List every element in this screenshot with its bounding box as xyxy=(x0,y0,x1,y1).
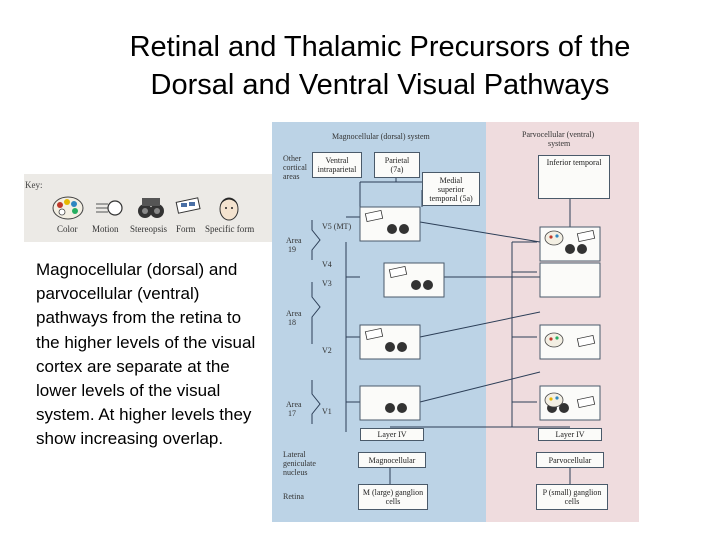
area-19-label-1: Area xyxy=(286,236,302,245)
m-ganglion-label-1: M (large) ganglion xyxy=(362,488,424,497)
slide-title: Retinal and Thalamic Precursors of the D… xyxy=(60,28,700,104)
other-cortical-label-2: cortical xyxy=(283,163,307,172)
key-stereopsis-label: Stereopsis xyxy=(130,224,167,234)
key-specific-form-label: Specific form xyxy=(205,224,255,234)
v2-label: V2 xyxy=(322,346,332,355)
title-line-2: Dorsal and Ventral Visual Pathways xyxy=(150,69,610,101)
p-ganglion-label-2: cells xyxy=(564,497,580,506)
area-17-label-2: 17 xyxy=(288,409,296,418)
area-18-label-1: Area xyxy=(286,309,302,318)
magnocellular-label: Magnocellular xyxy=(368,456,416,465)
color-palette-icon xyxy=(52,196,84,220)
parietal-box xyxy=(374,152,420,178)
key-motion-label: Motion xyxy=(92,224,119,234)
ventral-intraparietal-label-2: intraparietal xyxy=(317,165,357,174)
form-icon xyxy=(175,197,201,214)
retina-label: Retina xyxy=(283,492,304,501)
face-icon xyxy=(219,197,239,221)
ventral-intraparietal-box xyxy=(312,152,362,178)
v4-label: V4 xyxy=(322,260,332,269)
lgn-label-1: Lateral xyxy=(283,450,306,459)
mst-box xyxy=(422,172,480,206)
ventral-intraparietal-label-1: Ventral xyxy=(325,156,349,165)
mst-label-1: Medial xyxy=(439,176,463,185)
dorsal-system-header: Magnocellular (dorsal) system xyxy=(332,132,430,141)
area-17-label-1: Area xyxy=(286,400,302,409)
layer-iv-dorsal-label: Layer IV xyxy=(377,430,407,439)
other-cortical-label-3: areas xyxy=(283,172,300,181)
ventral-system-header-line-2: system xyxy=(548,139,571,148)
layer-iv-dorsal-box xyxy=(360,428,424,441)
lgn-label-3: nucleus xyxy=(283,468,308,477)
title-line-1: Retinal and Thalamic Precursors of the xyxy=(129,31,631,63)
m-ganglion-box xyxy=(358,484,428,510)
motion-icon xyxy=(96,200,123,216)
inferior-temporal-box xyxy=(538,155,610,199)
key-color-label: Color xyxy=(57,224,78,234)
parvocellular-box xyxy=(536,452,604,468)
parvocellular-label: Parvocellular xyxy=(548,456,592,465)
parietal-label-1: Parietal xyxy=(384,156,410,165)
inferior-temporal-label: Inferior temporal xyxy=(546,158,602,167)
magnocellular-box xyxy=(358,452,426,468)
layer-iv-ventral-label: Layer IV xyxy=(555,430,585,439)
v1-label: V1 xyxy=(322,407,332,416)
key-form-label: Form xyxy=(176,224,196,234)
key-label: Key: xyxy=(25,180,43,190)
area-18-label-2: 18 xyxy=(288,318,296,327)
description-text: Magnocellular (dorsal) and parvocellular… xyxy=(36,260,256,449)
layer-iv-ventral-box xyxy=(538,428,602,441)
v5-label: V5 (MT) xyxy=(322,222,352,231)
p-ganglion-box xyxy=(536,484,608,510)
other-cortical-label-1: Other xyxy=(283,154,302,163)
m-ganglion-label-2: cells xyxy=(385,497,401,506)
lgn-label-2: geniculate xyxy=(283,459,316,468)
parietal-label-2: (7a) xyxy=(390,165,404,174)
ventral-system-header-line-1: Parvocellular (ventral) xyxy=(522,130,595,139)
mst-label-2: superior xyxy=(437,185,465,194)
area-19-label-2: 19 xyxy=(288,245,296,254)
p-ganglion-label-1: P (small) ganglion xyxy=(542,488,602,497)
binoculars-icon xyxy=(138,198,164,218)
pathway-diagram: Magnocellular (dorsal) system Parvocellu… xyxy=(272,122,639,522)
mst-label-3: temporal (5a) xyxy=(429,194,473,203)
v3-label: V3 xyxy=(322,279,332,288)
